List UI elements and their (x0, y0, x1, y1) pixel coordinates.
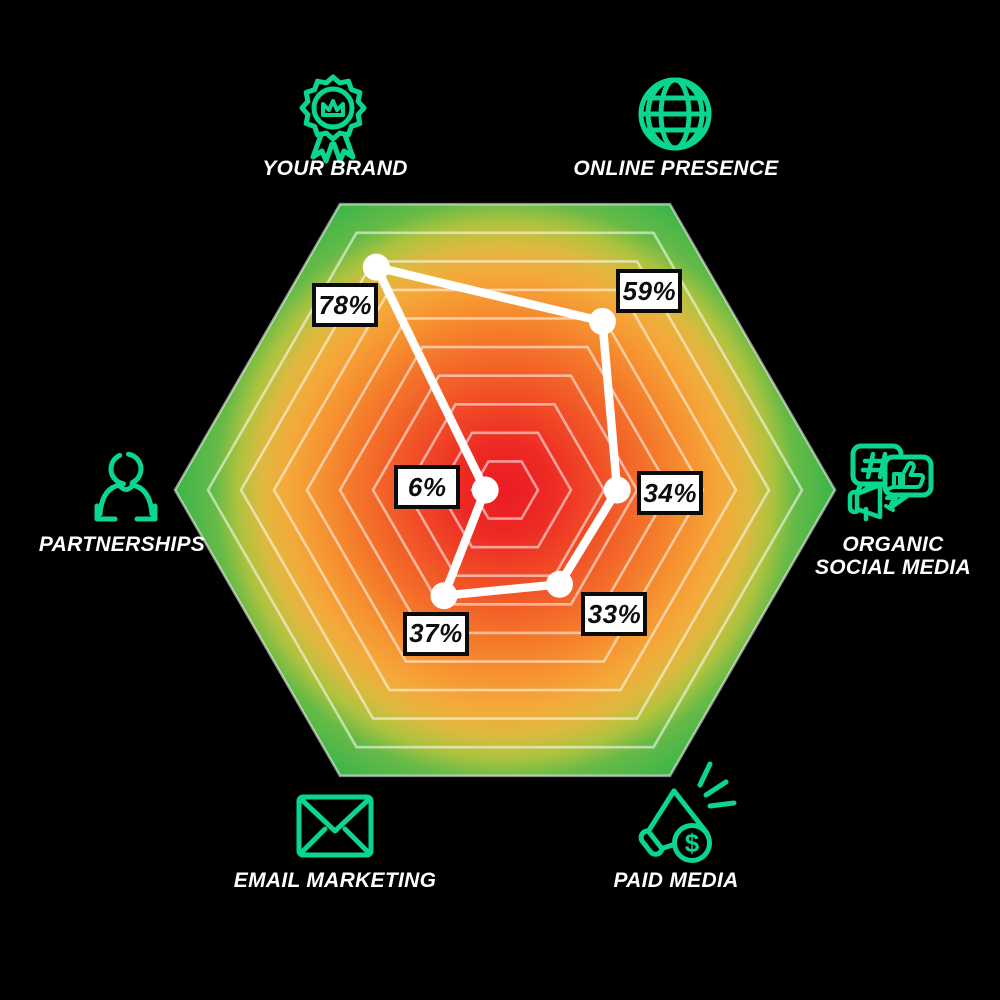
svg-text:$: $ (685, 828, 700, 858)
value-label-box: 37% (402, 611, 469, 656)
grid-ring (206, 231, 804, 749)
axis-label-partnerships: PARTNERSHIPS (38, 533, 206, 556)
data-point-marker (603, 476, 631, 504)
axis-label-organic-social-media: ORGANIC SOCIAL MEDIA (814, 533, 972, 579)
megaphone-dollar-icon: $ (638, 761, 737, 863)
value-label-box: 78% (312, 283, 379, 328)
value-label-box: 33% (581, 592, 648, 637)
person-icon (94, 451, 158, 522)
envelope-icon (296, 794, 374, 858)
value-label-box: 6% (394, 465, 461, 509)
axis-label-your-brand: YOUR BRAND (262, 157, 408, 180)
award-badge-icon (299, 74, 367, 164)
grid-ring (173, 202, 837, 778)
axis-label-email-marketing: EMAIL MARKETING (233, 869, 437, 892)
axis-label-paid-media: PAID MEDIA (613, 869, 739, 892)
value-label-box: 34% (637, 471, 704, 515)
axis-label-online-presence: ONLINE PRESENCE (573, 157, 779, 180)
data-point-marker (588, 307, 616, 335)
gradient-hexagon (175, 204, 835, 776)
data-point-marker (546, 570, 573, 598)
grid-ring (239, 260, 771, 720)
social-bubbles-icon (847, 443, 934, 522)
grid-ring (371, 374, 639, 606)
data-point-marker (471, 476, 499, 504)
value-label-box: 59% (616, 269, 683, 314)
data-point-marker (430, 582, 458, 610)
globe-icon (638, 77, 712, 151)
data-point-marker (362, 253, 390, 281)
